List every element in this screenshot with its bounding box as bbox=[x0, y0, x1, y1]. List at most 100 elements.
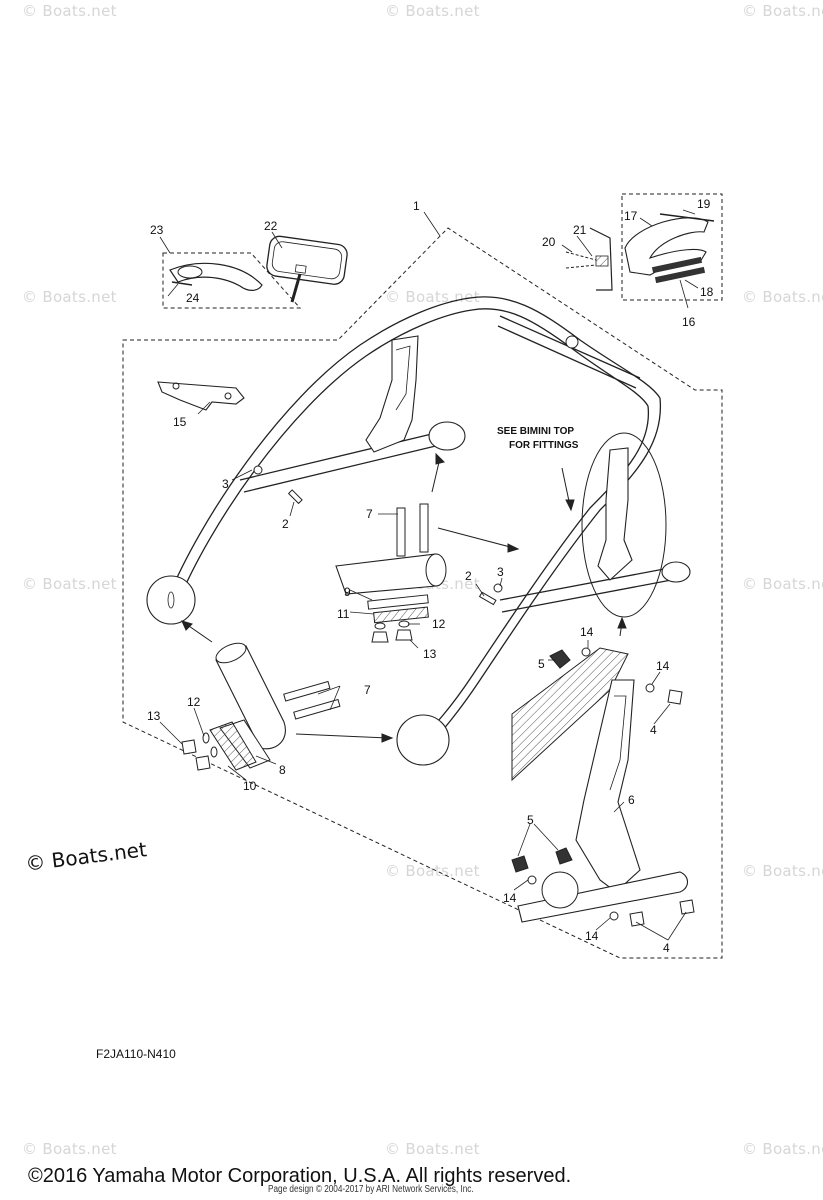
callout-20: 20 bbox=[542, 235, 556, 249]
rack-kit-boundary bbox=[621, 193, 723, 301]
watermark: © Boats.net bbox=[385, 1140, 480, 1158]
washer bbox=[253, 465, 263, 475]
watermark: © Boats.net bbox=[22, 288, 117, 306]
knob bbox=[549, 649, 571, 669]
tower-bracket-right bbox=[597, 447, 633, 581]
detail-circle bbox=[581, 432, 667, 618]
cross-tube-left-inner bbox=[243, 443, 445, 493]
tower-tube-right bbox=[427, 397, 662, 746]
mirror-stem bbox=[290, 273, 302, 303]
knob bbox=[667, 689, 683, 705]
watermark: © Boats.net bbox=[742, 575, 823, 593]
callout-15: 15 bbox=[173, 415, 187, 429]
callout-17: 17 bbox=[624, 209, 638, 223]
tower-bracket-detail bbox=[575, 679, 641, 893]
rack-pad bbox=[651, 256, 703, 274]
nut bbox=[371, 631, 389, 643]
callout-11: 11 bbox=[337, 607, 350, 621]
nut bbox=[395, 629, 413, 641]
tower-tube-right-inner bbox=[417, 405, 650, 741]
washer bbox=[493, 583, 503, 593]
callout-13: 13 bbox=[423, 647, 437, 661]
tower-bracket-slot bbox=[609, 695, 627, 791]
plate bbox=[209, 721, 257, 771]
rack-screw bbox=[565, 264, 597, 269]
callout-13: 13 bbox=[147, 709, 161, 723]
bimini-note-line2: FOR FITTINGS bbox=[509, 440, 579, 451]
leader-lines bbox=[159, 209, 699, 941]
watermark: © Boats.net bbox=[385, 288, 480, 306]
watermark: © Boats.net bbox=[22, 1140, 117, 1158]
callout-22: 22 bbox=[264, 219, 278, 233]
watermark: © Boats.net bbox=[742, 288, 823, 306]
callout-14: 14 bbox=[503, 891, 517, 905]
lower-crossbar bbox=[517, 871, 689, 923]
lock-washer bbox=[210, 746, 218, 758]
callout-9: 9 bbox=[344, 585, 351, 599]
callout-3: 3 bbox=[222, 477, 229, 491]
direction-arrows bbox=[181, 452, 627, 743]
tube-end-left bbox=[146, 575, 196, 625]
bolt bbox=[293, 698, 341, 720]
watermark: © Boats.net bbox=[385, 862, 480, 880]
bolt bbox=[419, 503, 429, 553]
lock-washer bbox=[398, 620, 410, 628]
tower-tube-left-inner bbox=[177, 309, 473, 603]
watermark: © Boats.net bbox=[742, 1140, 823, 1158]
page-design-credit: Page design © 2004-2017 by ARI Network S… bbox=[268, 1184, 474, 1195]
callout-23: 23 bbox=[150, 223, 164, 237]
tower-bracket-left-detail bbox=[395, 345, 411, 411]
bolt bbox=[287, 489, 303, 505]
washer bbox=[609, 911, 619, 921]
tube-end-hole bbox=[167, 591, 175, 609]
lock-washer bbox=[374, 622, 386, 630]
callout-3: 3 bbox=[497, 565, 504, 579]
callout-24: 24 bbox=[186, 291, 200, 305]
cross-tube-left bbox=[239, 431, 441, 481]
tower-top-tube-inner bbox=[471, 308, 649, 407]
cross-tube-right-inner bbox=[501, 577, 683, 613]
callout-16: 16 bbox=[682, 315, 696, 329]
callout-2: 2 bbox=[282, 517, 289, 531]
bolt bbox=[283, 680, 331, 702]
callout-2: 2 bbox=[465, 569, 472, 583]
plate-hole bbox=[172, 382, 180, 390]
tube-end-cross bbox=[428, 421, 466, 451]
mirror-bracket bbox=[169, 262, 263, 291]
knob bbox=[511, 855, 529, 873]
watermark: © Boats.net bbox=[742, 862, 823, 880]
watermark: © Boats.net bbox=[22, 575, 117, 593]
rack-bolt bbox=[659, 213, 715, 222]
mirror-bracket-hole bbox=[177, 265, 203, 279]
gasket bbox=[367, 594, 429, 610]
watermark: © Boats.net bbox=[22, 2, 117, 20]
washer bbox=[645, 683, 655, 693]
bracket-plate bbox=[157, 381, 245, 411]
nut bbox=[195, 755, 211, 771]
screw bbox=[171, 281, 193, 286]
lower-tube-end bbox=[215, 642, 247, 664]
rack-clamp bbox=[595, 255, 609, 267]
callout-6: 6 bbox=[628, 793, 635, 807]
plate-hole bbox=[224, 392, 232, 400]
plate bbox=[373, 606, 429, 624]
nut bbox=[181, 739, 197, 755]
leader-line bbox=[271, 231, 283, 249]
callout-12: 12 bbox=[432, 617, 446, 631]
mirror-kit-boundary bbox=[162, 252, 302, 309]
callout-4: 4 bbox=[663, 941, 670, 955]
bimini-knob bbox=[565, 335, 579, 349]
callout-19: 19 bbox=[697, 197, 711, 211]
diagram-code: F2JA110-N410 bbox=[96, 1047, 176, 1061]
callout-12: 12 bbox=[187, 695, 201, 709]
callout-21: 21 bbox=[573, 223, 587, 237]
callout-10: 10 bbox=[243, 779, 257, 793]
callout-1: 1 bbox=[413, 199, 420, 213]
washer bbox=[581, 647, 591, 657]
tower-tube-left bbox=[167, 297, 471, 599]
callout-4: 4 bbox=[650, 723, 657, 737]
knob bbox=[629, 911, 645, 927]
watermark: © Boats.net bbox=[385, 2, 480, 20]
tower-top-tube bbox=[469, 296, 661, 399]
